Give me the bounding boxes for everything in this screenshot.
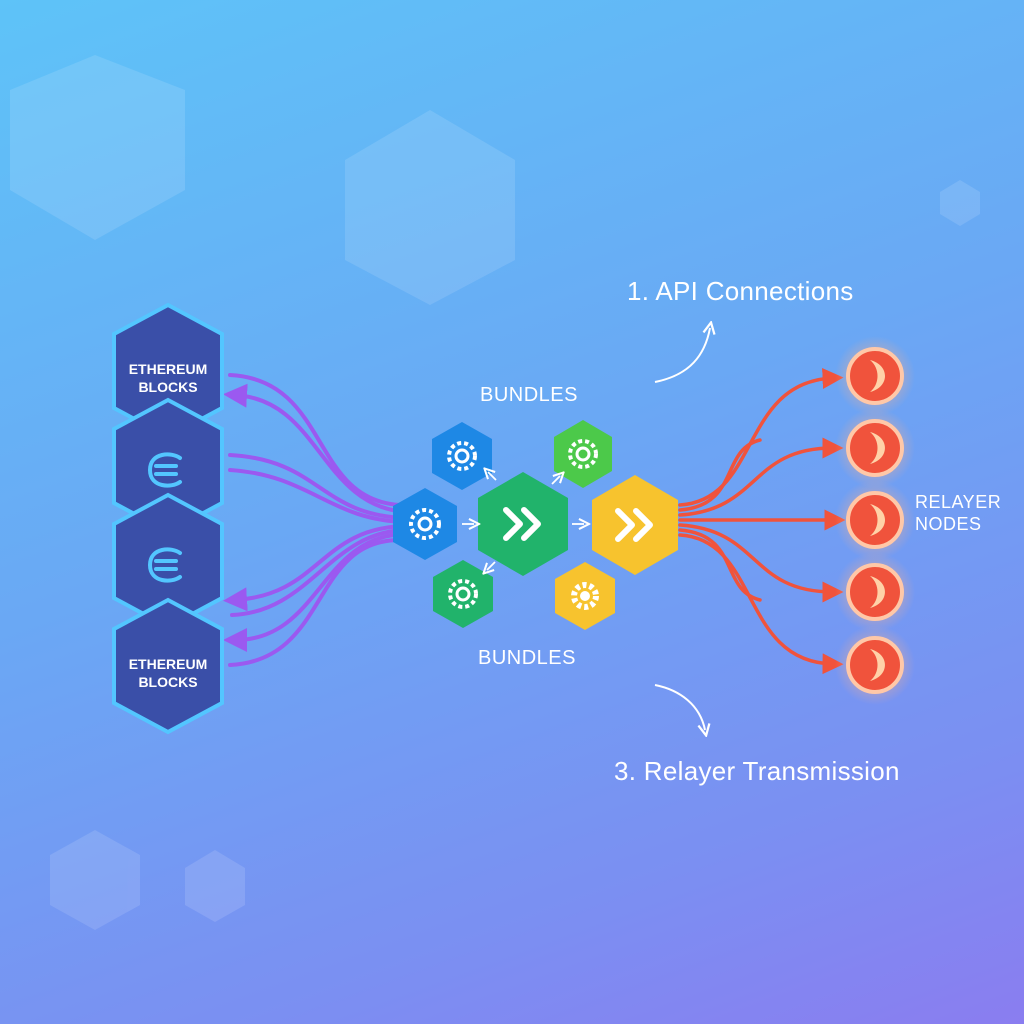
api-arrow	[654, 328, 710, 383]
fast-forward-icon	[615, 508, 653, 542]
relayer-node[interactable]	[835, 625, 915, 705]
purple-connections	[223, 373, 407, 667]
fast-forward-icon	[503, 507, 541, 541]
block-1-label-line2: BLOCKS	[138, 379, 198, 395]
bundle-hex-yellow-right[interactable]	[592, 475, 678, 575]
gear-icon	[447, 441, 477, 471]
bundles-top-label: BUNDLES	[480, 384, 578, 406]
block-1-label: ETHEREUM BLOCKS	[113, 360, 223, 396]
block-4-label-line1: ETHEREUM	[128, 656, 208, 672]
moon-icon	[870, 576, 885, 608]
gear-icon	[448, 579, 478, 609]
moon-icon	[870, 360, 885, 392]
red-connections	[678, 367, 846, 675]
block-4-label: ETHEREUM BLOCKS	[113, 655, 223, 691]
ethereum-icon	[147, 547, 182, 583]
relayer-nodes-label: RELAYER NODES	[915, 491, 1024, 535]
ethereum-block-4[interactable]	[112, 597, 224, 735]
bundles-bottom-label: BUNDLES	[478, 647, 576, 669]
bundle-hex-green-center[interactable]	[478, 472, 568, 576]
gear-icon	[409, 508, 441, 540]
bundle-hex-blue-left[interactable]	[393, 488, 457, 560]
bundle-cluster	[393, 420, 678, 630]
relayer-transmission-label: 3. Relayer Transmission	[614, 756, 900, 786]
gear-icon	[568, 439, 598, 469]
relayer-node[interactable]	[835, 480, 915, 560]
api-connections-label: 1. API Connections	[627, 276, 854, 306]
moon-icon	[870, 432, 885, 464]
gear-icon	[571, 582, 599, 610]
bundle-hex-blue-top[interactable]	[432, 422, 492, 490]
relayer-node[interactable]	[835, 336, 915, 416]
ethereum-block-column	[112, 302, 224, 735]
relayer-node[interactable]	[835, 552, 915, 632]
ethereum-icon	[147, 452, 182, 488]
moon-icon	[870, 504, 885, 536]
background-hexagons	[10, 55, 980, 930]
relayer-arrow	[654, 684, 705, 730]
bundle-flow-arrows	[462, 472, 584, 570]
relayer-node[interactable]	[835, 408, 915, 488]
bundle-hex-yellow-bottom[interactable]	[555, 562, 615, 630]
relayer-nodes-label-line1: RELAYER	[915, 492, 1002, 512]
relayer-node-column	[835, 336, 915, 705]
moon-icon	[870, 649, 885, 681]
bundle-hex-lightgreen-top[interactable]	[554, 420, 612, 488]
relayer-nodes-label-line2: NODES	[915, 514, 982, 534]
block-1-label-line1: ETHEREUM	[128, 361, 208, 377]
block-4-label-line2: BLOCKS	[138, 674, 198, 690]
bundle-hex-green-bottom[interactable]	[433, 560, 493, 628]
